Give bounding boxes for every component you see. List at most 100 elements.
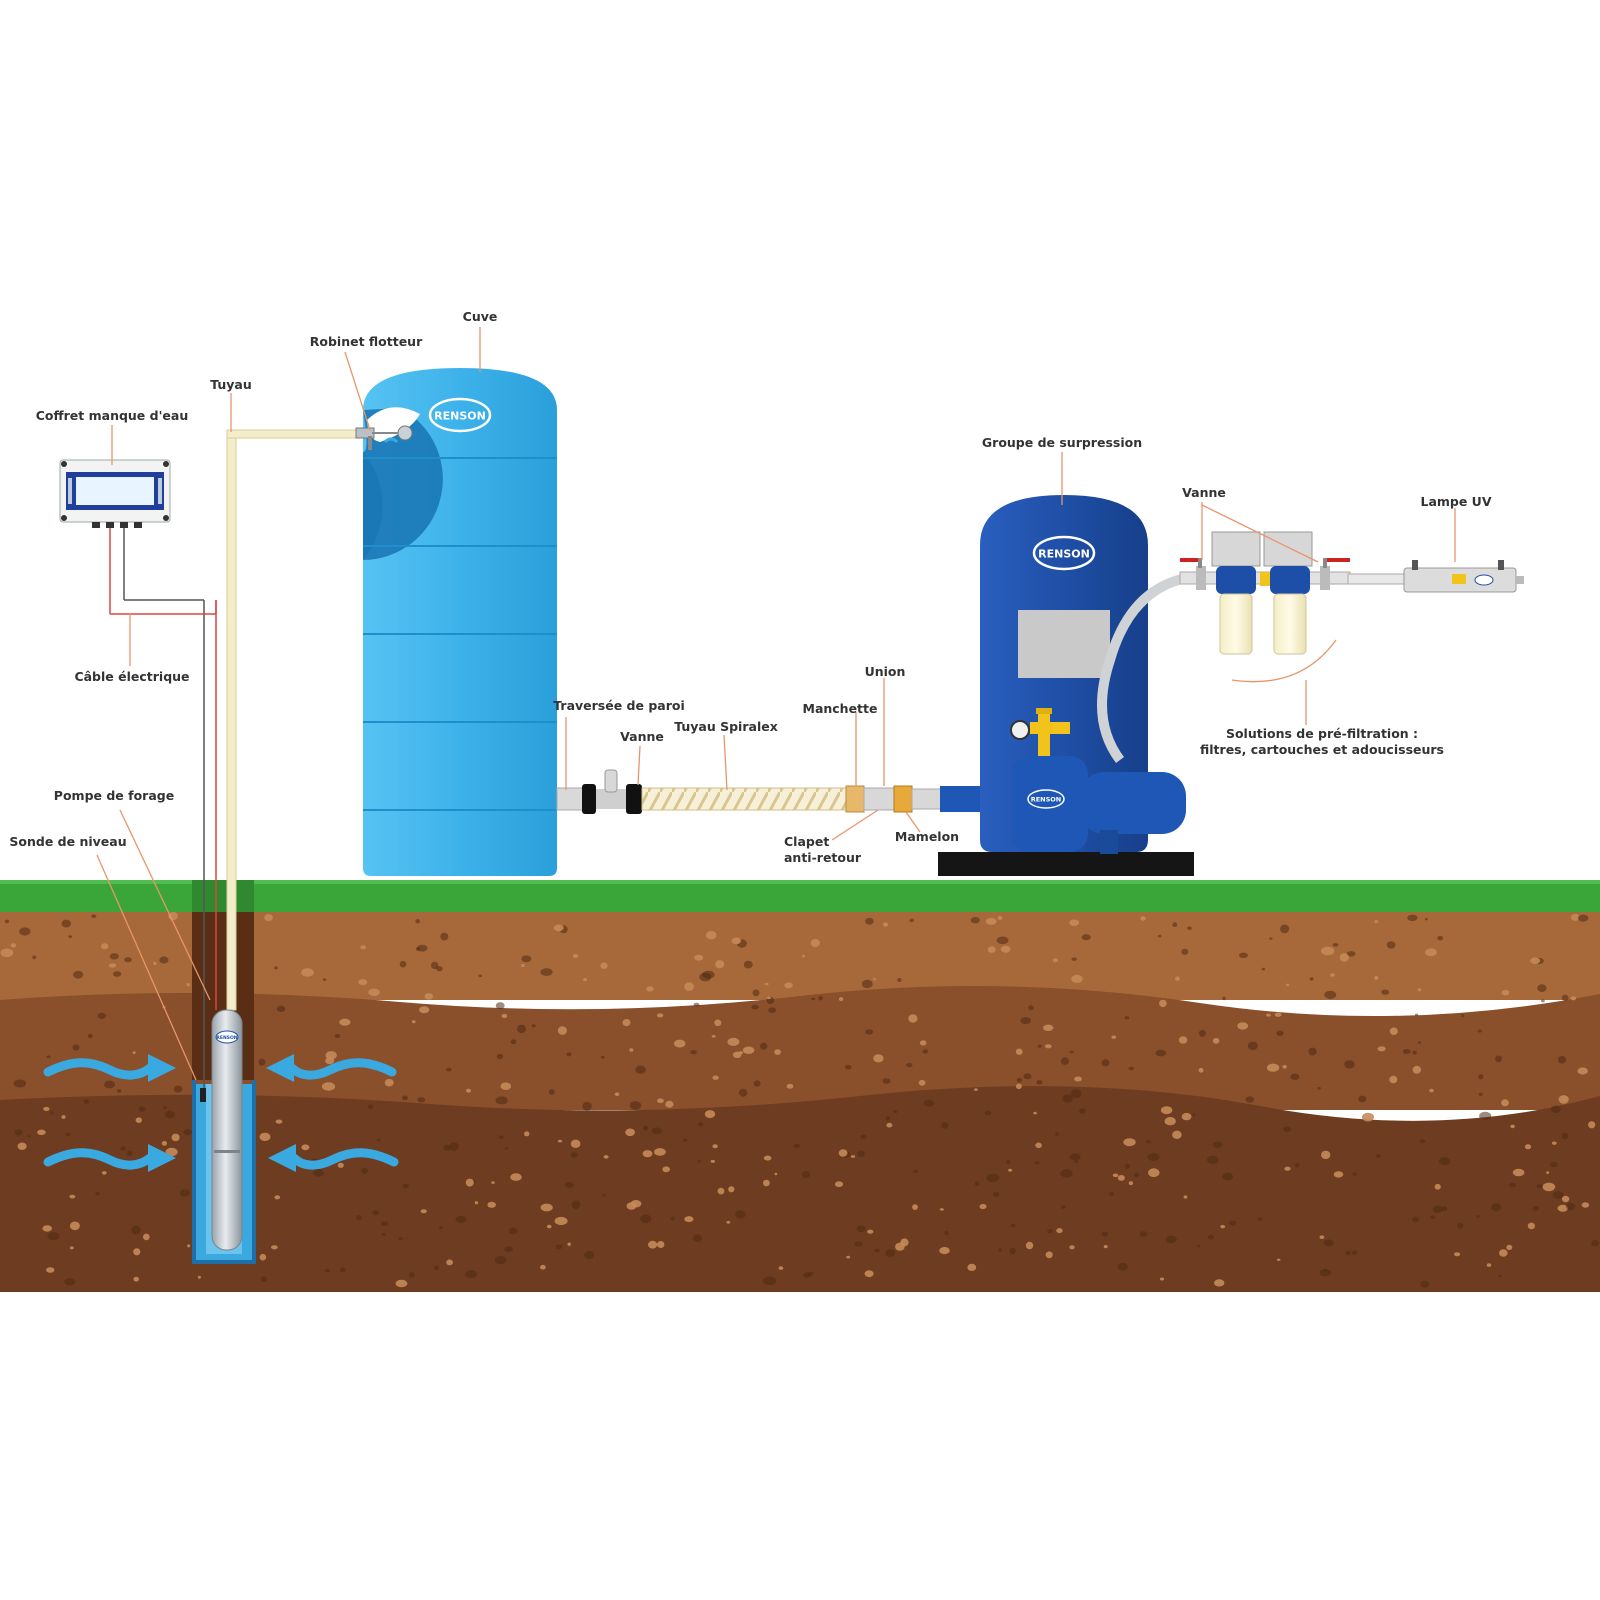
soil-pebble <box>358 979 368 986</box>
soil-pebble <box>1432 1205 1444 1213</box>
soil-pebble <box>1323 1239 1334 1247</box>
coffret-manque-eau <box>59 459 217 615</box>
soil-pebble <box>13 1079 27 1088</box>
soil-pebble <box>554 1216 568 1226</box>
soil-pebble <box>1165 1235 1177 1244</box>
soil-pebble <box>1198 1067 1204 1073</box>
vanne-right-left-icon <box>1180 558 1206 590</box>
soil-pebble <box>301 968 314 977</box>
soil-pebble <box>1591 1239 1599 1247</box>
soil-pebble <box>69 1221 80 1231</box>
soil-pebble <box>1537 984 1547 992</box>
soil-pebble <box>705 931 717 940</box>
soil-pebble <box>87 1033 93 1039</box>
label-groupe-surpression: Groupe de surpression <box>982 435 1142 450</box>
soil-pebble <box>1499 1249 1508 1257</box>
soil-pebble <box>1344 1060 1355 1069</box>
soil-pebble <box>420 1209 427 1214</box>
label-vanne-right: Vanne <box>1182 485 1226 500</box>
soil-pebble <box>979 1203 987 1210</box>
soil-pebble <box>1566 1202 1575 1211</box>
soil-pebble <box>753 1080 761 1087</box>
soil-pebble <box>46 1055 51 1059</box>
soil-pebble <box>657 1241 665 1248</box>
water-arrow-icon <box>266 1054 397 1082</box>
soil-pebble <box>1198 1029 1206 1037</box>
soil-pebble <box>1527 1222 1536 1230</box>
soil-pebble <box>142 1233 150 1241</box>
soil-pebble <box>443 1144 451 1151</box>
soil-pebble <box>1457 1222 1464 1229</box>
soil-pebble <box>1128 1181 1134 1186</box>
soil-pebble <box>1101 1231 1108 1237</box>
soil-pebble <box>109 953 119 960</box>
soil-pebble <box>670 1216 675 1221</box>
soil-pebble <box>1430 1215 1436 1219</box>
soil-pebble <box>626 1202 637 1210</box>
soil-pebble <box>274 966 278 970</box>
soil-pebble <box>1510 1124 1515 1129</box>
soil-pebble <box>1478 1092 1483 1096</box>
soil-pebble <box>419 1006 430 1014</box>
soil-pebble <box>906 1063 913 1068</box>
soil-pebble <box>622 1019 631 1027</box>
soil-pebble <box>985 917 997 925</box>
soil-pebble <box>1561 1132 1569 1140</box>
soil-pebble <box>1015 1083 1022 1090</box>
soil-pebble <box>674 1039 686 1048</box>
label-clapet-line1: Clapet <box>784 834 829 849</box>
soil-pebble <box>572 953 579 958</box>
soil-pebble <box>760 1042 768 1050</box>
soil-pebble <box>882 1078 891 1084</box>
soil-pebble <box>810 939 820 947</box>
vanne-left-body <box>596 789 626 809</box>
soil-pebble <box>643 1125 649 1131</box>
soil-pebble <box>850 1155 856 1158</box>
soil-pebble <box>693 1002 700 1007</box>
soil-pebble <box>258 1058 266 1066</box>
soil-pebble <box>1407 914 1418 921</box>
soil-pebble <box>1212 1141 1223 1149</box>
tuyau-spiralex <box>641 787 849 811</box>
soil-pebble <box>1074 1160 1079 1164</box>
label-cable-electrique: Câble électrique <box>74 669 189 684</box>
soil-pebble <box>629 1101 642 1110</box>
soil-pebble <box>970 917 980 924</box>
soil-pebble <box>1536 1184 1543 1189</box>
soil-pebble <box>728 1186 735 1193</box>
soil-pebble <box>334 1033 341 1038</box>
soil-pebble <box>1550 1161 1558 1168</box>
soil-pebble <box>1491 1203 1502 1212</box>
soil-pebble <box>1140 916 1146 921</box>
soil-pebble <box>339 1018 351 1026</box>
soil-pebble <box>1023 1073 1032 1080</box>
manchette <box>845 785 865 813</box>
soil-pebble <box>1207 1155 1219 1164</box>
soil-pebble <box>811 997 816 1001</box>
soil-pebble <box>165 1147 178 1157</box>
soil-pebble <box>1060 1169 1073 1178</box>
soil-pebble <box>1034 1161 1040 1165</box>
soil-pebble <box>398 1237 403 1241</box>
soil-pebble <box>865 917 874 925</box>
soil-pebble <box>1117 1262 1128 1271</box>
soil-pebble <box>64 1278 76 1286</box>
soil-pebble <box>1071 1089 1082 1098</box>
soil-pebble <box>1546 1171 1550 1174</box>
soil-pebble <box>651 1127 663 1135</box>
soil-pebble <box>913 1169 918 1173</box>
soil-pebble <box>997 915 1003 920</box>
soil-pebble <box>187 1244 191 1248</box>
soil-pebble <box>635 1065 646 1074</box>
soil-pebble <box>19 927 31 936</box>
leader-lines <box>96 327 1456 1081</box>
soil-pebble <box>1420 1280 1430 1288</box>
soil-pebble <box>1376 1154 1381 1159</box>
soil-pebble <box>264 914 273 922</box>
soil-pebble <box>1532 1206 1539 1211</box>
soil-pebble <box>446 1067 452 1072</box>
soil-pebble <box>1028 1005 1034 1011</box>
soil-pebble <box>786 1083 794 1089</box>
soil-pebble <box>540 968 553 976</box>
soil-pebble <box>752 989 760 997</box>
